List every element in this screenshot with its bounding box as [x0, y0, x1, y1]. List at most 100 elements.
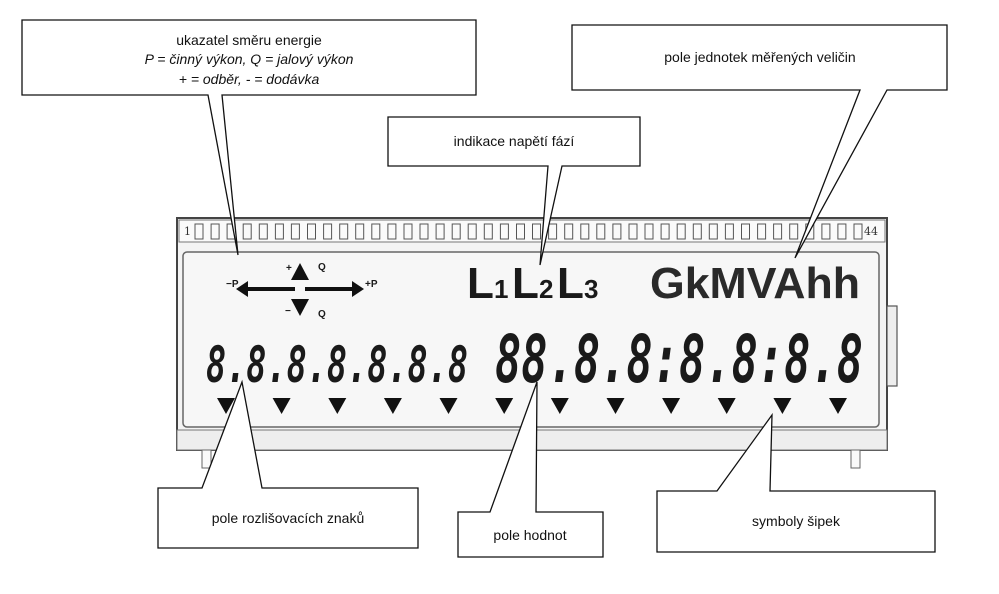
lcd-pin [757, 223, 767, 240]
label-minus: − [285, 306, 291, 317]
lcd-pin [307, 223, 316, 240]
callout-phase-voltage-label: indikace napětí fází [454, 133, 575, 149]
arrow-symbol-icon [550, 398, 569, 414]
callout-arrow-symbols-label: symboly šipek [752, 513, 841, 529]
label-q-bottom: Q [318, 309, 326, 320]
lcd-pin [516, 223, 525, 240]
lcd-pin [419, 223, 429, 240]
lcd-pin [194, 223, 204, 240]
callout-distinguishing-field-box [157, 379, 419, 549]
units-segment-text: GkMVAhh [650, 259, 860, 308]
phase-l2-index: 2 [539, 274, 553, 304]
lcd-pin [676, 223, 686, 240]
arrow-symbol-icon [606, 398, 625, 414]
lcd-pin [821, 223, 831, 240]
arrowhead-right-icon [352, 281, 364, 297]
lcd-pin [741, 223, 750, 240]
distinguishing-digits: 8.8.8.8.8.8.8 [206, 336, 468, 394]
lcd-pin [242, 223, 252, 240]
lcd-pin [339, 223, 349, 240]
arrow-symbol-icon [495, 398, 514, 414]
callout-distinguishing-field-label: pole rozlišovacích znaků [212, 510, 365, 526]
callout-phase-voltage: indikace napětí fází [387, 116, 641, 266]
lcd-pin [660, 223, 670, 240]
lcd-pin [323, 223, 333, 240]
phase-l3-letter: L [557, 259, 584, 308]
arrowhead-left-icon [236, 281, 248, 297]
arrow-symbol-icon [328, 398, 347, 414]
lcd-pin [483, 223, 493, 240]
lcd-pin [724, 223, 734, 240]
arrow-down-icon [291, 299, 309, 316]
lcd-pin [387, 223, 397, 240]
arrow-symbol-icon [439, 398, 458, 414]
pin-label-first: 1 [184, 225, 191, 238]
callout-units-field-label: pole jednotek měřených veličin [664, 49, 855, 65]
lcd-pin [451, 223, 461, 240]
callout-phase-voltage-box [387, 116, 641, 266]
lcd-pin [435, 223, 445, 240]
lcd-pin [837, 223, 847, 240]
callout-values-field-box [457, 381, 604, 558]
callout-arrow-symbols-box [656, 412, 936, 553]
lcd-pin [628, 223, 638, 240]
arrow-symbol-icon [773, 398, 792, 414]
lcd-pin [692, 223, 702, 240]
lcd-pin [210, 223, 220, 240]
lcd-pin [499, 223, 509, 240]
pin-label-last: 44 [864, 225, 878, 238]
lcd-pin [789, 223, 799, 240]
callout-values-field: pole hodnot [457, 381, 604, 558]
lcd-pin [853, 223, 863, 240]
lcd-pin [532, 223, 541, 240]
lcd-pin [258, 223, 268, 240]
lcd-pin [564, 223, 574, 240]
lcd-pin [773, 223, 783, 240]
label-plus: + [286, 263, 292, 274]
arrow-symbol-icon [383, 398, 402, 414]
lcd-pin [355, 223, 365, 240]
phase-indicators: L 1 L 2 L 3 [467, 259, 598, 308]
lcd-pin [612, 223, 622, 240]
callout-units-field: pole jednotek měřených veličin [571, 24, 948, 259]
callout-arrow-symbols: symboly šipek [656, 412, 936, 553]
callout-energy-direction: ukazatel směru energie P = činný výkon, … [21, 19, 477, 256]
lcd-pin [708, 223, 718, 240]
phase-l3-index: 3 [584, 274, 598, 304]
phase-l1-letter: L [467, 259, 494, 308]
lcd-pin [580, 223, 590, 240]
callout-energy-direction-line2: P = činný výkon, Q = jalový výkon [145, 51, 354, 67]
label-minus-p: −P [226, 279, 239, 290]
arrow-symbol-icon [662, 398, 681, 414]
phase-l2-letter: L [512, 259, 539, 308]
label-plus-p: +P [365, 279, 378, 290]
lcd-pin [548, 223, 558, 240]
callout-units-field-box [571, 24, 948, 259]
arrow-symbol-icon [829, 398, 847, 414]
phase-l1-index: 1 [494, 274, 508, 304]
energy-direction-indicator: −P +P + − Q Q [226, 262, 378, 320]
arrow-symbol-icon [272, 398, 291, 414]
lcd-pin [371, 223, 381, 240]
lcd-pin [596, 223, 606, 240]
lcd-pin [467, 223, 477, 240]
lcd-pin [644, 223, 654, 240]
label-q-top: Q [318, 262, 326, 273]
arrow-up-icon [291, 263, 309, 280]
callout-energy-direction-box [21, 19, 477, 256]
value-digits: 88.8.8:8.8:8.8 [495, 321, 863, 398]
arrow-symbol-icon [217, 398, 235, 414]
lcd-side-tab [886, 305, 898, 387]
pin-row [194, 223, 863, 240]
lcd-pin [403, 223, 413, 240]
lcd-foot-right [850, 449, 861, 469]
callout-distinguishing-field: pole rozlišovacích znaků [157, 379, 419, 549]
callout-energy-direction-line3: + = odběr, - = dodávka [179, 71, 320, 87]
arrow-symbol-icon [717, 398, 736, 414]
lcd-pin [290, 223, 300, 240]
lcd-foot-left [201, 449, 212, 469]
lcd-pin [274, 223, 284, 240]
callout-values-field-label: pole hodnot [493, 527, 566, 543]
arrow-symbols-row [217, 398, 847, 414]
